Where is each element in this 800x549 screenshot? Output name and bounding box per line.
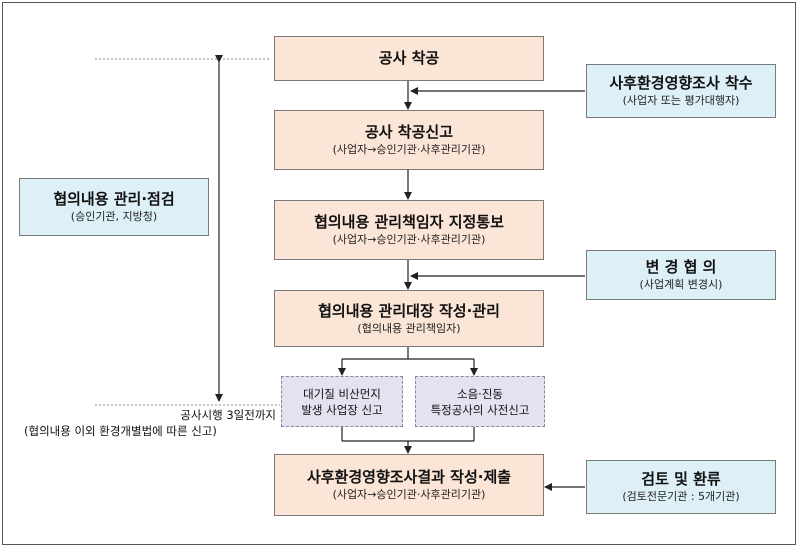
side-title: 사후환경영향조사 착수 bbox=[609, 74, 753, 92]
step-ledger: 협의내용 관리대장 작성·관리 (협의내용 관리책임자) bbox=[274, 290, 544, 347]
step-line2: 특정공사의 사전신고 bbox=[430, 402, 530, 417]
side-review: 검토 및 환류 (검토전문기관 : 5개기관) bbox=[586, 460, 776, 514]
step-construction-report: 공사 착공신고 (사업자→승인기관·사후관리기관) bbox=[274, 110, 544, 170]
step-sub: (사업자→승인기관·사후관리기관) bbox=[332, 488, 486, 501]
side-title: 협의내용 관리·점검 bbox=[53, 190, 175, 208]
step-title: 공사 착공신고 bbox=[364, 123, 454, 141]
step-sub: (사업자→승인기관·사후관리기관) bbox=[332, 143, 486, 156]
side-title: 변 경 협 의 bbox=[645, 258, 717, 276]
side-start-survey: 사후환경영향조사 착수 (사업자 또는 평가대행자) bbox=[586, 64, 776, 118]
step-title: 사후환경영향조사결과 작성·제출 bbox=[306, 468, 512, 486]
step-line1: 소음·진동 bbox=[457, 386, 503, 401]
step-line2: 발생 사업장 신고 bbox=[301, 402, 383, 417]
side-management: 협의내용 관리·점검 (승인기관, 지방청) bbox=[19, 178, 209, 236]
step-sub: (협의내용 관리책임자) bbox=[357, 321, 461, 335]
note-deadline-sub: (협의내용 이외 환경개별법에 따른 신고) bbox=[24, 424, 217, 438]
step-title: 공사 착공 bbox=[378, 49, 440, 67]
side-sub: (승인기관, 지방청) bbox=[70, 210, 158, 223]
step-manager-designation: 협의내용 관리책임자 지정통보 (사업자→승인기관·사후관리기관) bbox=[274, 200, 544, 260]
step-title: 협의내용 관리대장 작성·관리 bbox=[318, 301, 500, 320]
step-sub: (사업자→승인기관·사후관리기관) bbox=[332, 233, 486, 246]
step-noise-report: 소음·진동 특정공사의 사전신고 bbox=[415, 376, 545, 427]
side-title: 검토 및 환류 bbox=[641, 470, 721, 488]
side-sub: (사업계획 변경시) bbox=[639, 278, 723, 291]
side-sub: (사업자 또는 평가대행자) bbox=[622, 94, 740, 107]
side-change-consult: 변 경 협 의 (사업계획 변경시) bbox=[586, 250, 776, 300]
note-deadline: 공사시행 3일전까지 bbox=[180, 408, 276, 422]
step-title: 협의내용 관리책임자 지정통보 bbox=[314, 213, 504, 231]
step-line1: 대기질 비산먼지 bbox=[303, 386, 381, 401]
step-construction-start: 공사 착공 bbox=[274, 36, 544, 81]
step-survey-result: 사후환경영향조사결과 작성·제출 (사업자→승인기관·사후관리기관) bbox=[274, 454, 544, 516]
step-dust-report: 대기질 비산먼지 발생 사업장 신고 bbox=[281, 376, 403, 427]
side-sub: (검토전문기관 : 5개기관) bbox=[622, 490, 740, 503]
